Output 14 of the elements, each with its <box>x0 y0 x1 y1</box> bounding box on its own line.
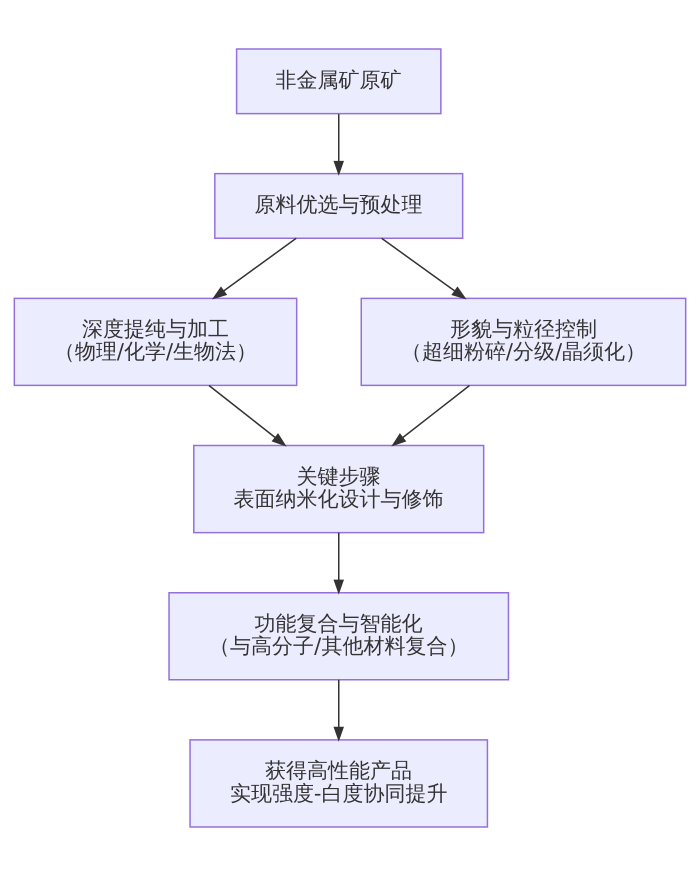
node-box: 原料优选与预处理 <box>214 172 464 239</box>
arrow <box>333 680 344 742</box>
node-box: 形貌与粒径控制 （超细粉碎/分级/晶须化） <box>360 298 686 386</box>
arrow <box>333 114 344 176</box>
node-box: 关键步骤 表面纳米化设计与修饰 <box>193 444 484 534</box>
arrow <box>208 384 287 447</box>
arrow <box>391 384 470 447</box>
arrow <box>381 238 467 300</box>
arrow <box>212 238 297 300</box>
node-box: 功能复合与智能化 （与高分子/其他材料复合） <box>168 592 510 681</box>
arrow <box>333 532 344 595</box>
node-box: 非金属矿原矿 <box>236 48 442 114</box>
node-box: 获得高性能产品 实现强度-白度协同提升 <box>189 739 488 828</box>
node-box: 深度提纯与加工 （物理/化学/生物法） <box>14 298 298 386</box>
